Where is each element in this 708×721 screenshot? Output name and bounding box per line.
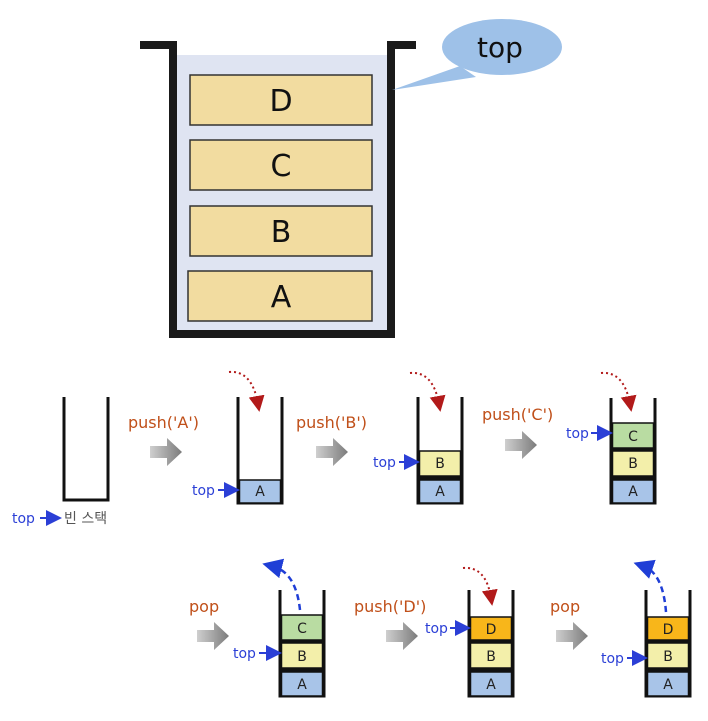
right-arrow-icon <box>197 622 229 650</box>
right-arrow-icon <box>316 438 348 466</box>
right-arrow-icon <box>386 622 418 650</box>
cell-label: B <box>435 456 445 472</box>
cell-label: B <box>663 649 673 665</box>
top-label: top <box>566 426 589 442</box>
pop-arrow-icon <box>633 559 668 613</box>
stack-item-label: D <box>269 84 292 119</box>
push-arrow-icon <box>462 566 498 606</box>
stack-after-push-d: A B D top <box>425 566 515 698</box>
stack-item-label: A <box>271 280 292 315</box>
top-label: top <box>233 646 256 662</box>
stack-after-push-a: A top <box>192 370 284 505</box>
stack-item-c: C <box>189 139 373 191</box>
cell-label: D <box>663 622 674 638</box>
cell-label: A <box>255 484 265 500</box>
cell-label: A <box>628 484 638 500</box>
top-label: top <box>601 651 624 667</box>
stack-item-d: D <box>189 74 373 126</box>
right-arrow-icon <box>505 431 537 459</box>
top-label: top <box>12 511 35 527</box>
cell-label: C <box>628 429 638 445</box>
push-arrow-icon <box>409 371 446 412</box>
right-arrow-icon <box>556 622 588 650</box>
top-pointer-bubble: top <box>392 19 562 90</box>
pop-arrow-icon <box>262 558 302 611</box>
op-push-c-label: push('C') <box>482 405 553 424</box>
cell-label: B <box>628 456 638 472</box>
cell-label: D <box>486 622 497 638</box>
cell-label: A <box>486 677 496 693</box>
top-label: top <box>477 31 523 64</box>
op-push-a-label: push('A') <box>128 413 199 432</box>
stack-item-label: B <box>271 215 292 250</box>
empty-stack: top 빈 스택 <box>12 397 110 527</box>
cell-label: C <box>297 621 307 637</box>
stack-after-push-b: A B top <box>373 371 464 505</box>
top-label: top <box>373 455 396 471</box>
cell-label: A <box>663 677 673 693</box>
right-arrow-icon <box>150 438 182 466</box>
cell-label: B <box>486 649 496 665</box>
stack-after-second-pop: A B D top <box>601 559 692 698</box>
op-pop-label: pop <box>550 597 580 616</box>
stack-after-push-c: A B C top <box>566 371 657 505</box>
cell-label: A <box>297 677 307 693</box>
stack-item-b: B <box>189 205 373 257</box>
empty-stack-label: 빈 스택 <box>64 511 107 527</box>
top-label: top <box>425 621 448 637</box>
op-push-b-label: push('B') <box>296 413 367 432</box>
top-label: top <box>192 483 215 499</box>
main-stack: D C B A top <box>140 19 562 338</box>
push-arrow-icon <box>600 371 637 412</box>
stack-container <box>140 41 416 338</box>
push-arrow-icon <box>228 370 265 412</box>
op-push-d-label: push('D') <box>354 597 426 616</box>
op-pop-label: pop <box>189 597 219 616</box>
cell-label: B <box>297 649 307 665</box>
stack-item-a: A <box>187 270 373 322</box>
stack-item-label: C <box>271 149 292 184</box>
cell-label: A <box>435 484 445 500</box>
stack-after-pop: A B C top <box>233 558 326 698</box>
